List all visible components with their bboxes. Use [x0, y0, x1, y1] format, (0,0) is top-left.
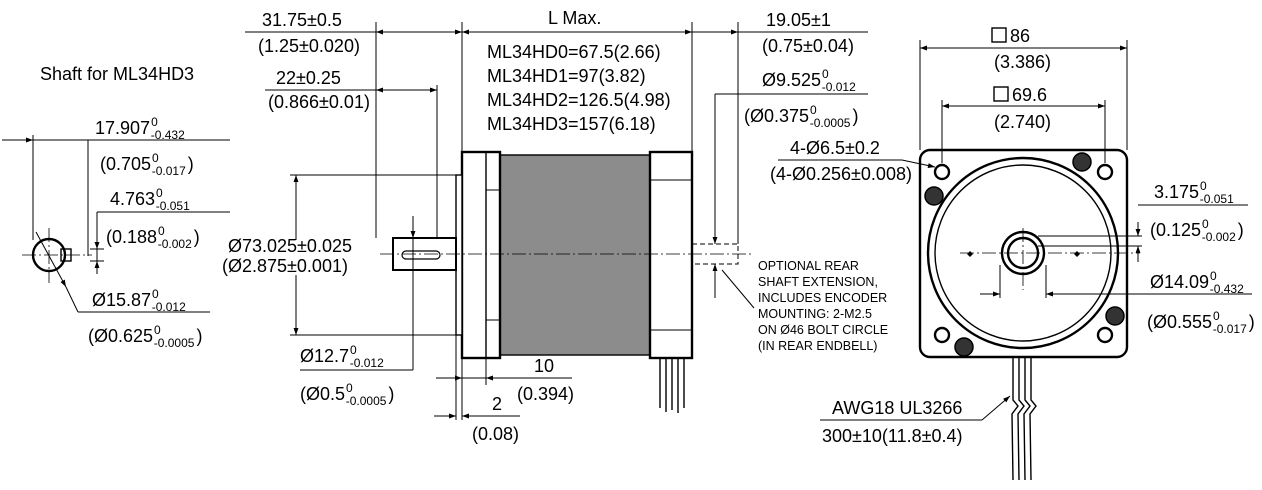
rear-shaft-dia-inch: (Ø0.3750-0.0005): [744, 103, 858, 130]
side-wires: [659, 358, 685, 413]
pilot-height-dim: 2: [492, 394, 502, 414]
pilot-height-inch: (0.08): [472, 424, 519, 444]
svg-text:ON Ø46 BOLT CIRCLE: ON Ø46 BOLT CIRCLE: [758, 323, 888, 337]
wire-spec: AWG18 UL3266: [832, 398, 962, 418]
front-wires: [1011, 357, 1037, 481]
svg-text:(IN REAR ENDBELL): (IN REAR ENDBELL): [758, 339, 877, 353]
shaft-key-dim: 4.7630-0.051: [110, 186, 190, 213]
shaft-keyway: [401, 250, 441, 260]
front-square: [918, 148, 1129, 359]
shaft-length-side: 22±0.25: [276, 68, 341, 88]
rear-shaft-dia: Ø9.5250-0.012: [762, 67, 856, 94]
flat-dim: 3.1750-0.051: [1154, 179, 1234, 206]
rear-endbell: [648, 150, 694, 360]
svg-text:OPTIONAL REAR: OPTIONAL REAR: [758, 259, 859, 273]
square-symbol-inner: [993, 86, 1009, 102]
svg-text:MOUNTING: 2-M2.5: MOUNTING: 2-M2.5: [758, 307, 872, 321]
square-outer-inch: (3.386): [994, 52, 1051, 72]
mounting-holes: [933, 163, 1114, 344]
rear-extension-note: OPTIONAL REAR SHAFT EXTENSION, INCLUDES …: [758, 259, 888, 353]
motor-body: [499, 154, 651, 356]
shaft-dia-side-inch: (Ø0.50-0.0005): [300, 381, 394, 408]
pilot-dia-dim: Ø73.025±0.025: [228, 236, 352, 256]
rear-length-inch: (0.75±0.04): [762, 36, 854, 56]
model-length-0: ML34HD0=67.5(2.66): [487, 42, 661, 62]
square-symbol-outer: [991, 27, 1007, 43]
flange-dim: 10: [534, 356, 554, 376]
front-length-dim: 31.75±0.5: [262, 10, 342, 30]
shaft-dia-side: Ø12.70-0.012: [300, 343, 384, 370]
front-length-inch: (1.25±0.020): [258, 36, 360, 56]
square-outer-dim: 86: [1010, 26, 1030, 46]
holes-dim: 4-Ø6.5±0.2: [790, 138, 880, 158]
shaft-key-inch: (0.1880-0.002): [106, 224, 200, 251]
svg-text:INCLUDES ENCODER: INCLUDES ENCODER: [758, 291, 887, 305]
shaft-dia-inch: (Ø0.6250-0.0005): [88, 323, 202, 350]
shaft-dia-dim: Ø15.870-0.012: [92, 287, 186, 314]
square-inner-inch: (2.740): [994, 112, 1051, 132]
boss-dim: Ø14.090-0.432: [1150, 269, 1244, 296]
flat-dim-inch: (0.1250-0.002): [1150, 217, 1244, 244]
front-view: 86 (3.386) 69.6 (2.740) 4-Ø6.5±0.2 (4-Ø0…: [770, 26, 1255, 481]
pilot-dia-inch: (Ø2.875±0.001): [222, 256, 348, 276]
wire-length: 300±10(11.8±0.4): [822, 426, 963, 446]
corner-screws: [924, 152, 1125, 357]
svg-text:SHAFT EXTENSION,: SHAFT EXTENSION,: [758, 275, 878, 289]
model-length-1: ML34HD1=97(3.82): [487, 66, 646, 86]
l-max-label: L Max.: [548, 8, 601, 28]
shaft-length-dim: 17.9070-0.432: [95, 115, 185, 142]
model-length-2: ML34HD2=126.5(4.98): [487, 90, 671, 110]
square-inner-dim: 69.6: [1012, 85, 1047, 105]
shaft-length-side-inch: (0.866±0.01): [268, 92, 370, 112]
front-flange: [460, 150, 502, 360]
rear-length-dim: 19.05±1: [766, 10, 831, 30]
boss-dim-inch: (Ø0.5550-0.017): [1147, 309, 1255, 336]
side-view: 31.75±0.5 (1.25±0.020) 22±0.25 (0.866±0.…: [222, 8, 888, 444]
holes-dim-inch: (4-Ø0.256±0.008): [770, 164, 912, 184]
flange-dim-inch: (0.394): [517, 384, 574, 404]
shaft-length-inch: (0.7050-0.017): [100, 151, 194, 178]
model-length-3: ML34HD3=157(6.18): [487, 114, 656, 134]
shaft-detail: Shaft for ML34HD3 17.9070-0.432 (0.7050-…: [2, 64, 230, 350]
shaft-title: Shaft for ML34HD3: [40, 64, 194, 84]
